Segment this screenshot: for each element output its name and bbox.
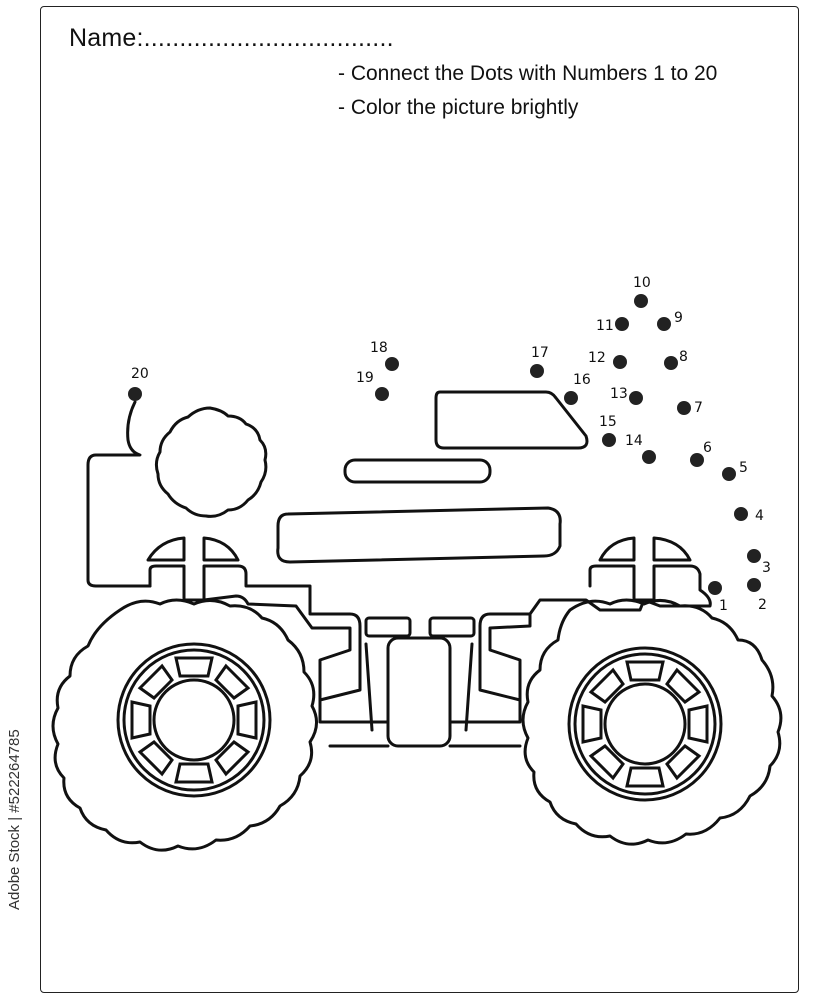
dot-16 (564, 391, 578, 405)
dot-label-3: 3 (762, 560, 771, 576)
dot-label-1: 1 (719, 598, 728, 614)
instruction-color-picture: - Color the picture brightly (338, 96, 579, 119)
exhaust-pipe-outline (86, 400, 152, 588)
left-fender-left (146, 536, 186, 562)
body-panel-outline (276, 506, 562, 564)
windshield-outline (434, 390, 589, 450)
axle-outline (318, 642, 522, 748)
right-hub (603, 682, 687, 766)
dot-4 (734, 507, 748, 521)
dot-label-11: 11 (596, 318, 614, 334)
right-rim-spokes (581, 660, 709, 788)
dot-2 (747, 578, 761, 592)
dot-5 (722, 467, 736, 481)
dot-label-14: 14 (625, 433, 643, 449)
headlight-outline (154, 406, 268, 518)
right-tire-outline (521, 598, 783, 846)
left-fender-right (202, 536, 240, 562)
dot-1 (708, 581, 722, 595)
dot-label-4: 4 (755, 508, 764, 524)
dot-label-13: 13 (610, 386, 628, 402)
dot-label-20: 20 (131, 366, 149, 382)
left-rim-inner (122, 648, 266, 792)
dot-label-6: 6 (703, 440, 712, 456)
dot-label-16: 16 (573, 372, 591, 388)
dot-label-19: 19 (356, 370, 374, 386)
dot-6 (690, 453, 704, 467)
dot-11 (615, 317, 629, 331)
instruction-connect-dots: - Connect the Dots with Numbers 1 to 20 (338, 62, 718, 85)
name-field-label: Name:................................... (69, 24, 394, 52)
dot-label-8: 8 (679, 349, 688, 365)
dot-label-10: 10 (633, 275, 651, 291)
right-fender-left (598, 536, 636, 562)
dot-14 (642, 450, 656, 464)
dot-12 (613, 355, 627, 369)
dot-label-2: 2 (758, 597, 767, 613)
dot-label-5: 5 (739, 460, 748, 476)
right-bolt-outline (428, 616, 476, 638)
worksheet-border (40, 6, 799, 993)
dot-8 (664, 356, 678, 370)
dot-label-17: 17 (531, 345, 549, 361)
dot-7 (677, 401, 691, 415)
dot-18 (385, 357, 399, 371)
left-bolt-outline (364, 616, 412, 638)
right-rim-inner (573, 652, 717, 796)
dot-15 (602, 433, 616, 447)
dot-label-9: 9 (674, 310, 683, 326)
dot-20 (128, 387, 142, 401)
right-rim-outer (567, 646, 723, 802)
center-block-outline (386, 636, 452, 748)
dot-label-15: 15 (599, 414, 617, 430)
dot-label-18: 18 (370, 340, 388, 356)
dot-3 (747, 549, 761, 563)
left-hub (152, 678, 236, 762)
dot-label-7: 7 (694, 400, 703, 416)
roof-bar-outline (343, 458, 492, 484)
dot-17 (530, 364, 544, 378)
dot-9 (657, 317, 671, 331)
dot-10 (634, 294, 648, 308)
right-fender-right (652, 536, 692, 562)
left-rim-spokes (130, 656, 258, 784)
dot-label-12: 12 (588, 350, 606, 366)
left-rim-outer (116, 642, 272, 798)
left-tire-outline (51, 598, 318, 852)
chassis-outline (148, 564, 712, 702)
dot-13 (629, 391, 643, 405)
dot-19 (375, 387, 389, 401)
